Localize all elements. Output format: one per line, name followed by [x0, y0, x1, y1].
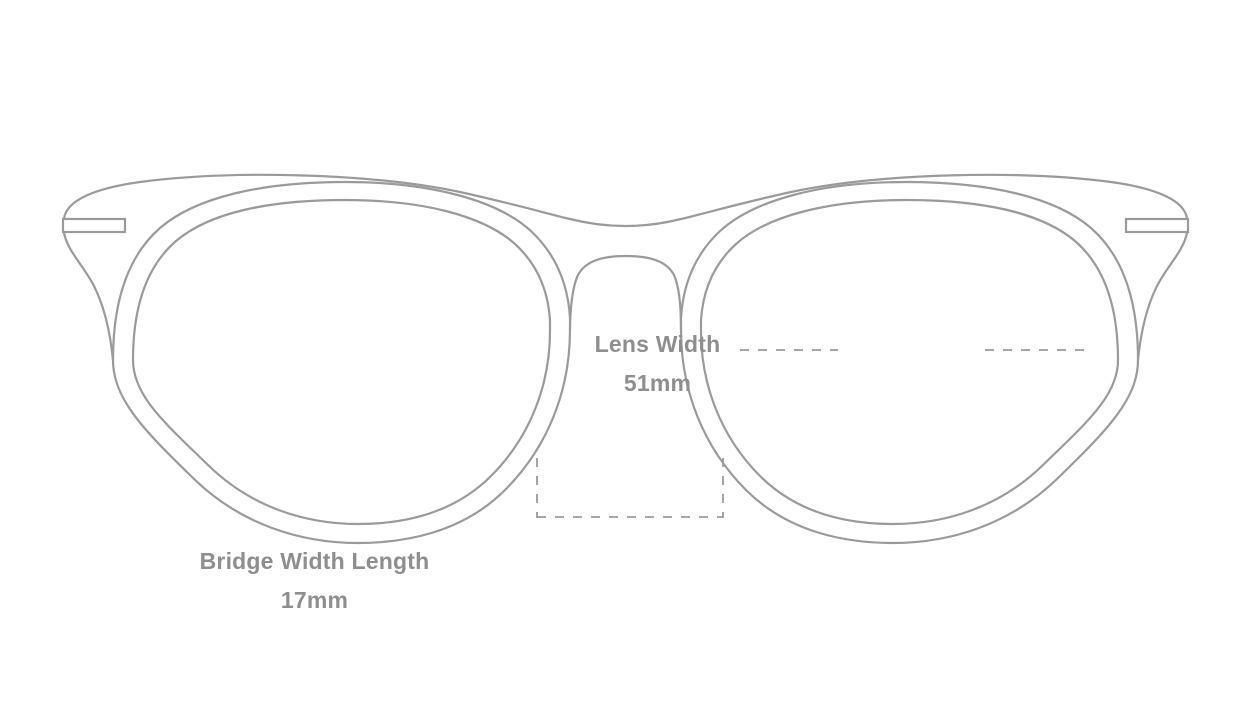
- left-rim-inner: [131, 198, 552, 526]
- lens-width-label-title: Lens Width: [594, 331, 721, 357]
- frame-outer-outline: [62, 173, 1189, 362]
- bridge-width-label: Bridge Width Length 17mm: [0, 548, 1251, 614]
- right-rim-inner: [699, 198, 1120, 526]
- right-hinge: [1124, 217, 1190, 234]
- bridge-width-label-title: Bridge Width Length: [199, 548, 430, 574]
- left-outer-lower-edge: [62, 231, 115, 362]
- nose-bridge: [568, 254, 683, 332]
- bridge-width-dimension: [536, 458, 724, 518]
- bridge-arch: [568, 254, 683, 332]
- right-outer-top-edge: [624, 173, 1189, 228]
- bridge-width-label-value: 17mm: [280, 587, 349, 614]
- right-outer-lower-edge: [1136, 231, 1189, 362]
- left-hinge: [61, 217, 127, 234]
- lens-width-label: Lens Width 51mm: [0, 331, 1251, 397]
- lens-width-label-value: 51mm: [623, 370, 692, 397]
- left-outer-top-edge: [62, 173, 627, 228]
